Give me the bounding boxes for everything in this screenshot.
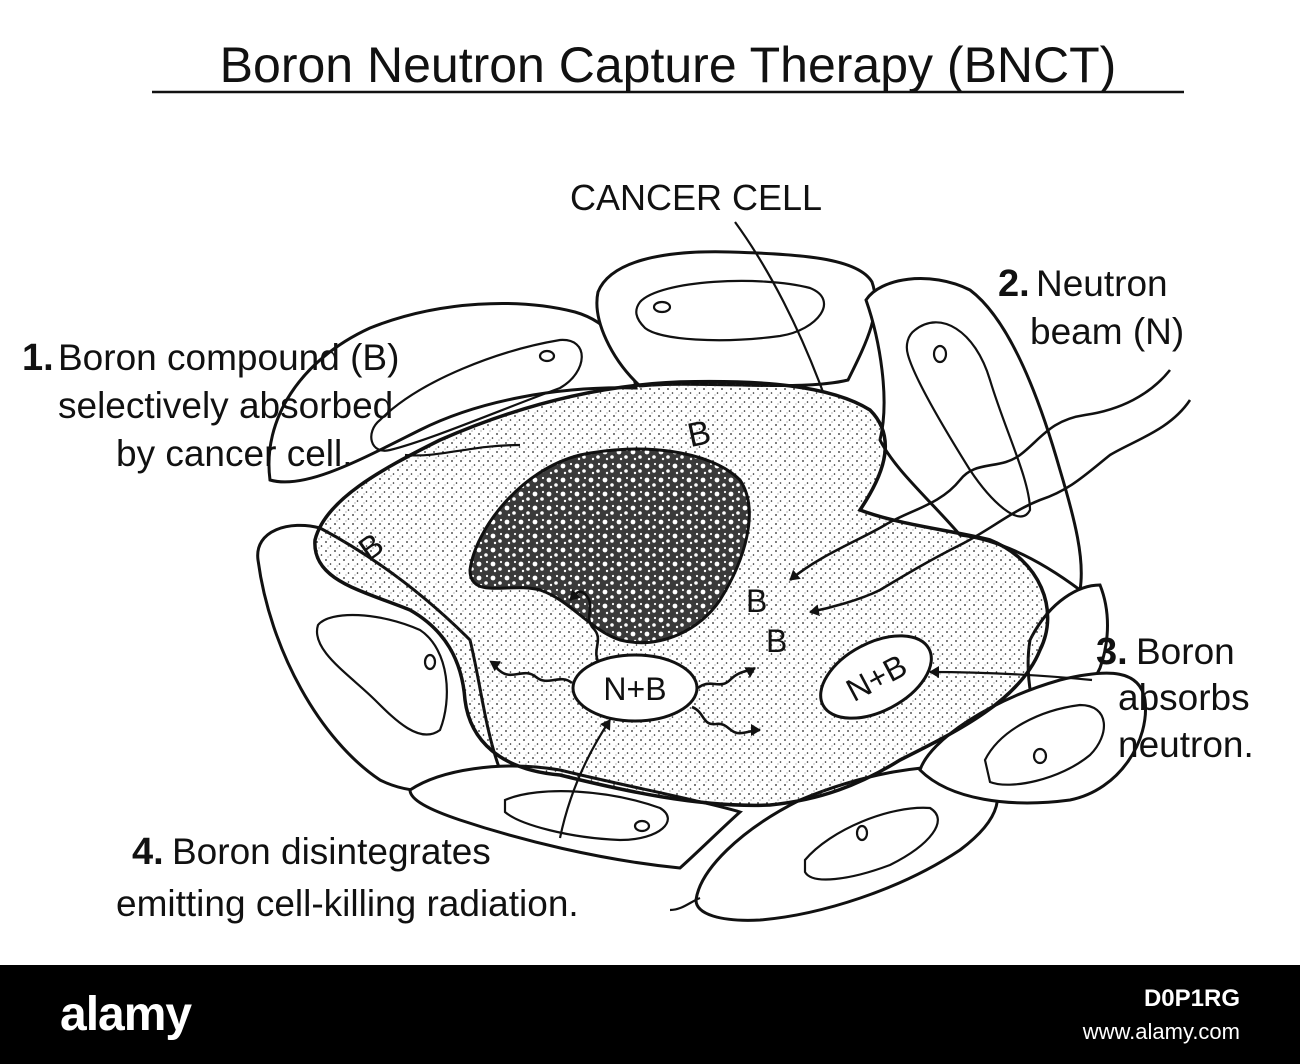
radiation-emission xyxy=(489,589,761,737)
normal-cell-bottom-center-nucleus xyxy=(855,824,869,842)
normal-cell-top-right-inner xyxy=(905,321,1032,518)
leader-step3 xyxy=(929,666,1093,682)
boron-marker-3: B xyxy=(746,583,767,619)
capture-event-2: N+B xyxy=(819,634,933,720)
cancer-cell-nucleus xyxy=(468,447,751,645)
stock-watermark-bar: alamy D0P1RG www.alamy.com xyxy=(0,965,1300,1064)
normal-cell-top-left-inner xyxy=(370,338,583,452)
stock-url: www.alamy.com xyxy=(1082,1019,1240,1044)
label-step3-line1: Boron xyxy=(1136,631,1235,672)
label-cancer-cell: CANCER CELL xyxy=(570,177,822,218)
normal-cell-top-inner xyxy=(635,279,825,342)
normal-cell-bottom-left-nucleus xyxy=(633,819,651,833)
capture-ellipse-2 xyxy=(819,634,933,720)
neutron-beam xyxy=(789,369,1192,617)
leader-step4 xyxy=(558,719,611,839)
normal-cell-bottom-right-nucleus xyxy=(1032,747,1048,765)
label-step1: 1. Boron compound (B) selectively absorb… xyxy=(22,337,399,474)
radiation-wave-left xyxy=(489,660,573,685)
leader-step1 xyxy=(404,443,521,457)
label-step1-line2: selectively absorbed xyxy=(58,385,393,426)
normal-cell-top-nucleus xyxy=(652,300,672,314)
stock-logo: alamy xyxy=(60,988,192,1041)
label-step2: 2. Neutron beam (N) xyxy=(998,263,1184,352)
label-step3: 3. Boron absorbs neutron. xyxy=(1096,631,1254,765)
normal-cell-top-left-nucleus xyxy=(538,349,556,363)
capture-event-1: N+B xyxy=(571,653,699,723)
capture-label-1: N+B xyxy=(603,671,666,707)
normal-cell-bottom-center-inner xyxy=(803,806,939,881)
label-step4: 4. Boron disintegrates emitting cell-kil… xyxy=(116,831,579,924)
label-step1-line3: by cancer cell. xyxy=(116,433,353,474)
label-step3-line3: neutron. xyxy=(1118,724,1254,765)
boron-marker-4: B xyxy=(766,623,787,659)
radiation-wave-right xyxy=(697,666,756,690)
diagram-title: Boron Neutron Capture Therapy (BNCT) xyxy=(220,37,1117,93)
leader-cancer-cell xyxy=(734,221,825,393)
label-step1-number: 1. xyxy=(22,337,54,379)
label-step2-line2: beam (N) xyxy=(1030,311,1184,352)
label-step1-line1: Boron compound (B) xyxy=(58,337,399,378)
stock-image-id: D0P1RG xyxy=(1143,985,1240,1012)
label-step3-line2: absorbs xyxy=(1118,677,1250,718)
normal-cell-top-right-nucleus xyxy=(932,344,948,364)
normal-cell-left-nucleus xyxy=(423,653,437,671)
radiation-wave-up xyxy=(569,589,602,666)
radiation-wave-down xyxy=(691,705,761,737)
normal-cell-bottom-right-inner xyxy=(983,703,1105,786)
label-step4-line2: emitting cell-killing radiation. xyxy=(116,883,579,924)
leader-step4-tail xyxy=(669,896,701,912)
neutron-beam-wave-2 xyxy=(809,399,1192,617)
neutron-beam-wave-1 xyxy=(789,369,1172,581)
capture-ellipse-1 xyxy=(571,653,699,723)
label-step3-number: 3. xyxy=(1096,631,1128,673)
label-step4-line1: Boron disintegrates xyxy=(172,831,491,872)
normal-cell-bottom-left-inner xyxy=(503,790,669,842)
stock-meta: D0P1RG www.alamy.com xyxy=(1083,985,1240,1045)
label-step2-line1: Neutron xyxy=(1036,263,1168,304)
label-step2-number: 2. xyxy=(998,263,1030,305)
label-step4-number: 4. xyxy=(132,831,164,873)
normal-cell-left-inner xyxy=(315,613,448,736)
bnct-diagram: Boron Neutron Capture Therapy (BNCT) xyxy=(22,37,1254,924)
